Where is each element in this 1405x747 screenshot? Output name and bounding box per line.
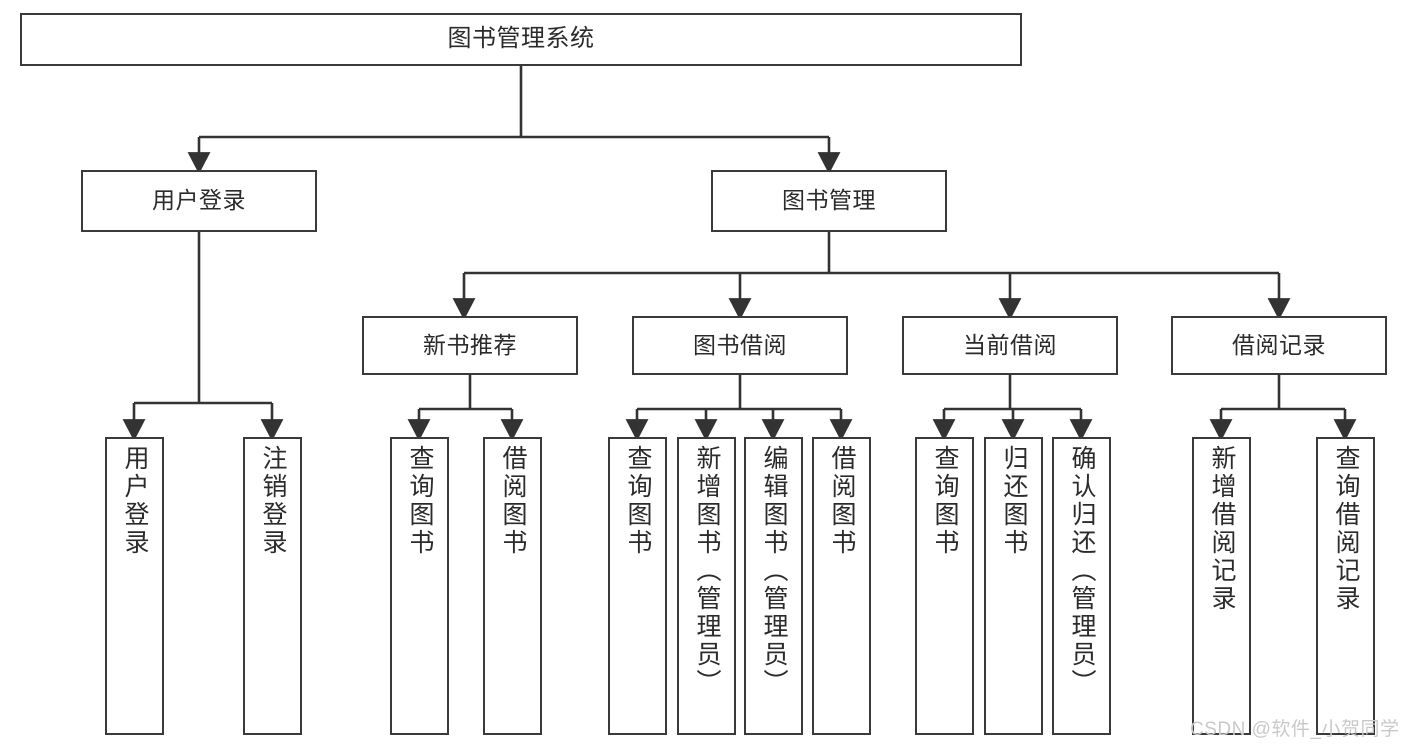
- leaf-borrow-book-2-label: 借阅图书: [828, 445, 856, 557]
- leaf-add-borrow-record[interactable]: 新增借阅记录: [1192, 437, 1251, 735]
- leaf-borrow-book-1[interactable]: 借阅图书: [483, 437, 542, 735]
- node-borrow-record-label: 借阅记录: [1232, 331, 1326, 358]
- leaf-add-book[interactable]: 新增图书（管理员）: [677, 437, 736, 735]
- leaf-query-book-1[interactable]: 查询图书: [390, 437, 449, 735]
- node-new-book-recommend-label: 新书推荐: [423, 331, 517, 358]
- leaf-edit-book-label: 编辑图书（管理员）: [760, 445, 788, 697]
- leaf-borrow-book-1-label: 借阅图书: [499, 445, 527, 557]
- leaf-return-book-label: 归还图书: [1000, 445, 1028, 557]
- leaf-query-book-1-label: 查询图书: [406, 445, 434, 557]
- node-root-label: 图书管理系统: [447, 25, 595, 53]
- node-user-login-label: 用户登录: [152, 187, 246, 214]
- node-user-login[interactable]: 用户登录: [81, 170, 317, 232]
- leaf-query-borrow-record[interactable]: 查询借阅记录: [1316, 437, 1375, 735]
- node-book-manage-label: 图书管理: [782, 187, 876, 214]
- node-new-book-recommend[interactable]: 新书推荐: [362, 316, 578, 375]
- leaf-user-login[interactable]: 用户登录: [105, 437, 164, 735]
- leaf-confirm-return[interactable]: 确认归还（管理员）: [1052, 437, 1111, 735]
- leaf-query-book-3-label: 查询图书: [931, 445, 959, 557]
- leaf-borrow-book-2[interactable]: 借阅图书: [812, 437, 871, 735]
- leaf-add-borrow-record-label: 新增借阅记录: [1208, 445, 1236, 613]
- leaf-return-book[interactable]: 归还图书: [984, 437, 1043, 735]
- leaf-edit-book[interactable]: 编辑图书（管理员）: [744, 437, 803, 735]
- leaf-logout-login-label: 注销登录: [259, 445, 287, 557]
- node-book-manage[interactable]: 图书管理: [711, 170, 947, 232]
- leaf-query-borrow-record-label: 查询借阅记录: [1332, 445, 1360, 613]
- leaf-add-book-label: 新增图书（管理员）: [693, 445, 721, 697]
- node-book-borrow[interactable]: 图书借阅: [632, 316, 848, 375]
- node-borrow-record[interactable]: 借阅记录: [1171, 316, 1387, 375]
- leaf-logout-login[interactable]: 注销登录: [243, 437, 302, 735]
- leaf-user-login-label: 用户登录: [121, 445, 149, 557]
- node-book-borrow-label: 图书借阅: [693, 331, 787, 358]
- node-current-borrow-label: 当前借阅: [963, 331, 1057, 358]
- leaf-confirm-return-label: 确认归还（管理员）: [1068, 445, 1096, 697]
- leaf-query-book-3[interactable]: 查询图书: [915, 437, 974, 735]
- node-current-borrow[interactable]: 当前借阅: [902, 316, 1118, 375]
- leaf-query-book-2[interactable]: 查询图书: [608, 437, 667, 735]
- leaf-query-book-2-label: 查询图书: [624, 445, 652, 557]
- csdn-watermark: CSDN @软件_小贺同学: [1190, 719, 1400, 740]
- node-root[interactable]: 图书管理系统: [20, 13, 1022, 66]
